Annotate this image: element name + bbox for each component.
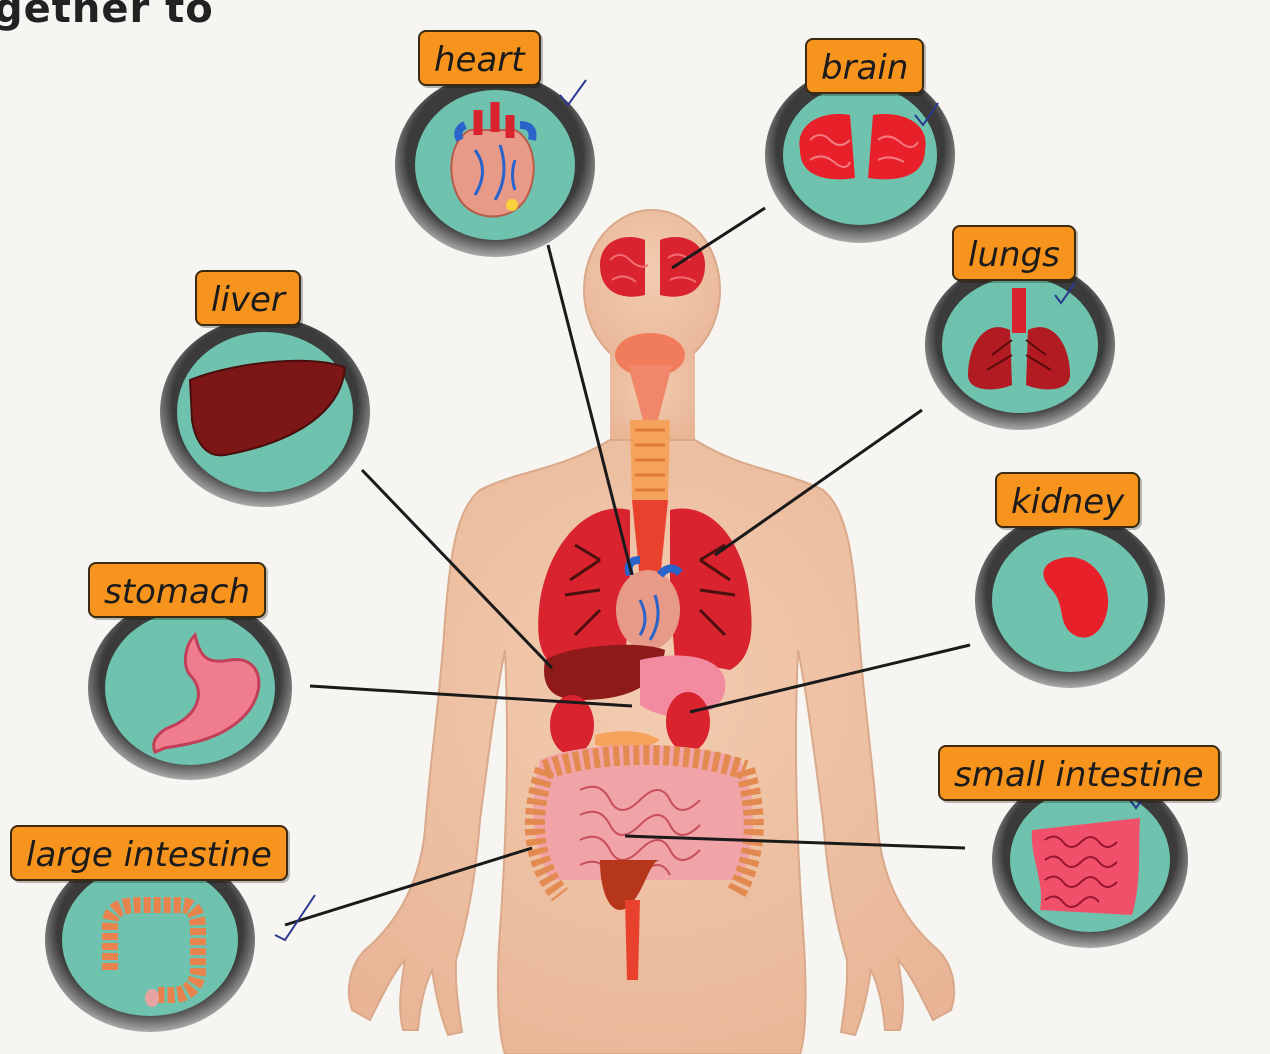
- label-small-intestine: small intestine: [938, 745, 1220, 801]
- label-large-intestine: large intestine: [10, 825, 288, 881]
- small-intestine-icon: [1032, 818, 1140, 915]
- label-lungs: lungs: [952, 225, 1076, 281]
- label-kidney: kidney: [995, 472, 1140, 528]
- label-liver: liver: [195, 270, 301, 326]
- body-kidney-right: [666, 692, 710, 752]
- kidney-circle: [975, 512, 1165, 688]
- label-stomach: stomach: [88, 562, 266, 618]
- lungs-circle: [925, 260, 1115, 430]
- label-heart: heart: [418, 30, 541, 86]
- stomach-circle: [88, 596, 292, 780]
- label-brain: brain: [805, 38, 924, 94]
- liver-circle: [160, 317, 370, 507]
